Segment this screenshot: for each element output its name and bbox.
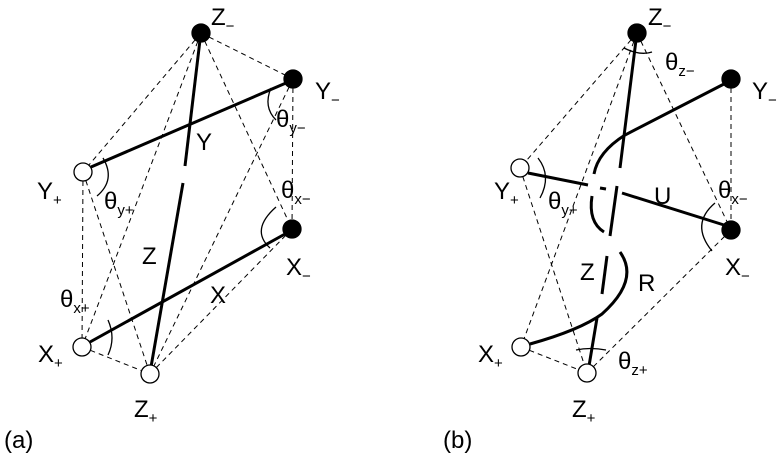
strut-z-seg-3 [600,255,609,295]
cable [519,32,638,169]
cable [149,228,293,375]
node-y-minus [721,69,741,89]
cable [291,78,294,230]
cable [149,78,294,375]
label-x-plus: X+ [478,341,503,372]
bar-label-x: X [210,282,226,309]
angle-label-theta-x-minus: θx− [718,177,748,208]
strut-z-upper [183,39,202,167]
panel-a: Z− Y− Y+ X− X+ Z+ Y Z X θy− θy+ θx− θx+ … [4,4,340,454]
strut-u-seg-2 [599,186,607,191]
strut-z-seg-2 [608,185,619,237]
cable [586,229,732,374]
cable [520,346,588,374]
strut-z-lower [149,182,185,368]
label-x-minus: X− [286,254,311,285]
cable [200,32,293,230]
bar-label-r: R [638,270,655,297]
node-y-plus [510,158,530,178]
label-x-plus: X+ [38,341,63,372]
label-z-plus: Z+ [134,396,158,427]
strut-curve-upper [592,82,725,175]
angle-label-theta-z-minus: θz− [665,49,695,80]
cable [81,171,84,348]
strut-u-seg-1 [527,171,589,187]
label-x-minus: X− [725,254,750,285]
angle-label-theta-z-plus: θz+ [618,348,648,379]
angle-arc-z-plus [575,347,607,351]
strut-curve-mid [589,195,605,234]
node-x-minus [282,219,302,239]
node-x-minus [721,220,741,240]
node-y-plus [73,162,93,182]
cable [81,346,151,375]
panel-a-angle-arcs [96,87,277,356]
strut-r [529,251,629,346]
label-y-plus: Y+ [37,178,62,209]
panel-a-struts [89,39,287,368]
angle-arc-y-minus [267,87,277,121]
bar-label-y: Y [196,129,212,156]
strut-x [89,232,286,344]
bar-label-u: U [654,183,671,210]
cable [200,32,294,80]
panel-b: Z− Y− Y+ X− X+ Z+ U Z R θz− θy+ θx− θz+ … [443,4,777,454]
bar-label-z: Z [580,259,595,286]
panel-b-cables [519,32,732,374]
label-y-plus: Y+ [494,178,519,209]
strut-z-seg-1 [618,39,638,169]
cable [81,32,202,348]
label-z-minus: Z− [211,4,235,35]
angle-label-theta-y-minus: θy− [276,106,306,137]
strut-u-seg-3 [621,191,725,227]
node-x-plus [511,337,531,357]
label-y-minus: Y− [752,78,777,109]
panel-b-caption: (b) [443,427,472,454]
bar-label-z: Z [142,243,157,270]
angle-arc-y-plus [96,157,109,197]
angle-label-theta-y-plus: θy+ [548,188,578,219]
angle-arc-z-minus [623,47,653,54]
angle-label-theta-y-plus: θy+ [104,188,134,219]
node-x-plus [72,337,92,357]
angle-arc-x-minus [260,206,277,249]
node-z-plus [577,363,597,383]
angle-label-theta-x-plus: θx+ [60,286,90,317]
node-z-minus [191,23,211,43]
cable [520,32,638,348]
angle-arc-x-minus [701,202,716,252]
label-y-minus: Y− [315,78,340,109]
panel-a-caption: (a) [4,427,33,454]
panel-a-nodes [72,23,303,384]
node-z-minus [627,23,647,43]
angle-arc-x-plus [107,319,113,356]
cable [82,32,202,173]
strut-z-seg-4 [587,317,599,367]
node-z-plus [140,364,160,384]
panel-b-nodes [510,23,741,383]
angle-arc-y-plus [537,157,547,199]
angle-label-theta-x-minus: θx− [281,177,311,208]
panel-b-struts [527,39,725,367]
label-z-plus: Z+ [572,396,596,427]
panel-a-cables [81,32,294,375]
label-z-minus: Z− [648,4,672,35]
panel-b-angle-arcs [537,47,716,351]
node-y-minus [283,69,303,89]
cable [636,32,732,231]
